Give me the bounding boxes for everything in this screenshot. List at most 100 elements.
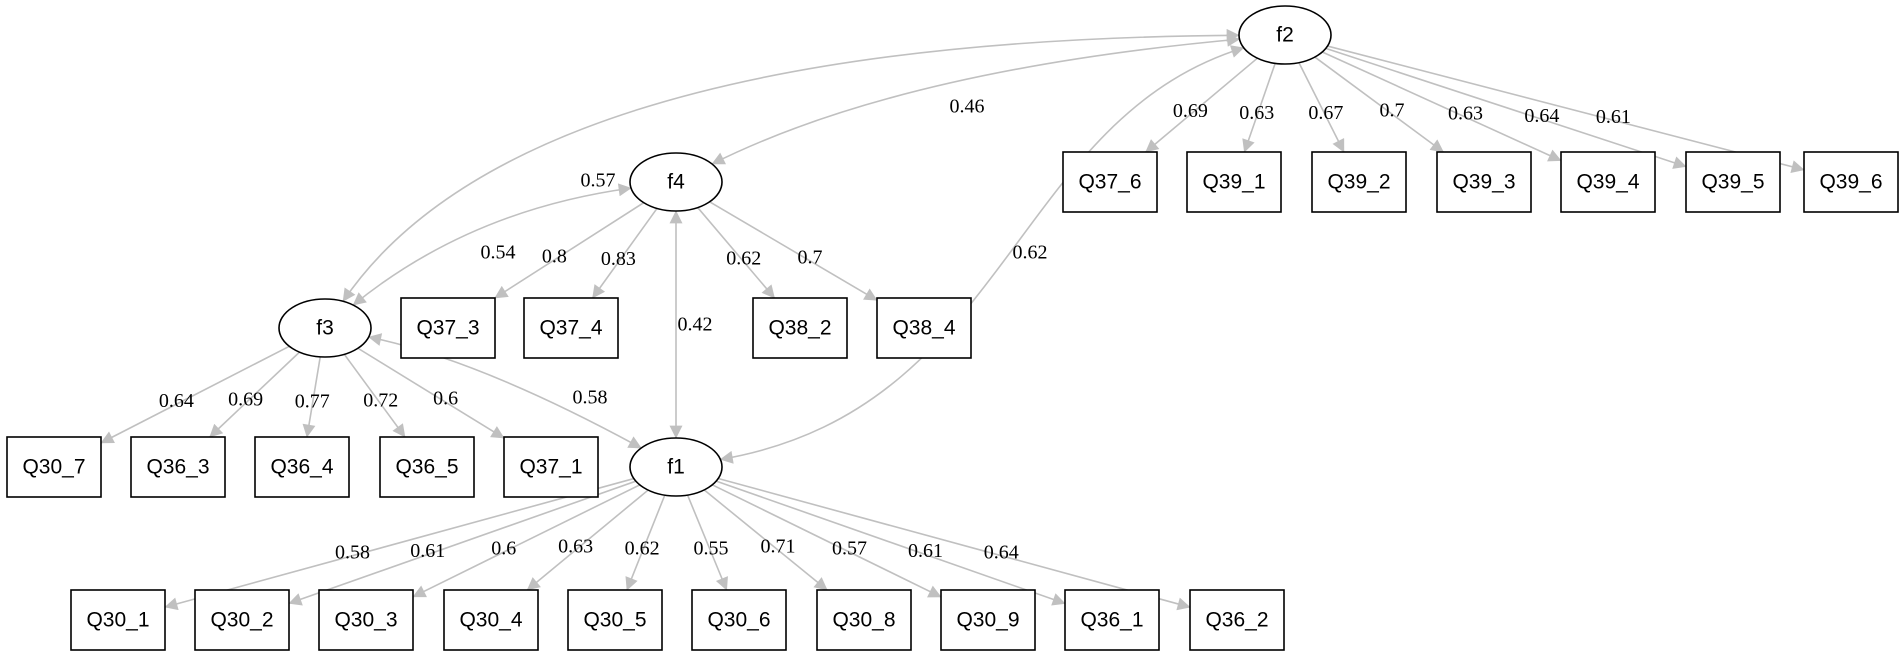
- item-label: Q39_1: [1202, 171, 1265, 194]
- item-label: Q38_4: [892, 317, 955, 340]
- loading-label-f2-Q39_4: 0.63: [1448, 103, 1483, 125]
- observed-item-Q30_9: Q30_9: [940, 589, 1036, 651]
- loading-edge-f2-Q39_3: [1314, 56, 1444, 153]
- observed-item-Q36_5: Q36_5: [379, 436, 475, 498]
- covariance-label-f2-f3: 0.57: [581, 170, 616, 192]
- loading-label-f4-Q37_3: 0.8: [542, 245, 567, 267]
- loading-edge-f1-Q30_1: [164, 477, 635, 611]
- item-label: Q30_5: [583, 609, 646, 632]
- item-label: Q39_5: [1701, 171, 1764, 194]
- observed-item-Q30_7: Q30_7: [6, 436, 102, 498]
- item-label: Q30_1: [86, 609, 149, 632]
- item-label: Q39_3: [1452, 171, 1515, 194]
- item-label: Q39_4: [1576, 171, 1639, 194]
- item-label: Q30_7: [22, 456, 85, 479]
- latent-factor-f2: f2: [1238, 5, 1332, 65]
- factor-label: f3: [316, 317, 334, 340]
- item-label: Q36_3: [146, 456, 209, 479]
- loading-label-f2-Q39_5: 0.64: [1524, 105, 1559, 127]
- loading-label-f4-Q37_4: 0.83: [601, 248, 636, 270]
- item-label: Q30_9: [956, 609, 1019, 632]
- observed-item-Q30_1: Q30_1: [70, 589, 166, 651]
- loading-edge-f2-Q39_2: [1298, 62, 1345, 153]
- item-label: Q36_1: [1080, 609, 1143, 632]
- observed-item-Q39_1: Q39_1: [1186, 151, 1282, 213]
- loading-edge-f2-Q39_4: [1321, 51, 1562, 162]
- observed-item-Q30_6: Q30_6: [691, 589, 787, 651]
- loading-edge-f1-Q30_6: [686, 494, 728, 591]
- latent-factor-f4: f4: [629, 152, 723, 212]
- loading-label-f3-Q37_1: 0.6: [433, 388, 458, 410]
- loading-label-f1-Q30_2: 0.61: [410, 540, 445, 562]
- item-label: Q39_2: [1327, 171, 1390, 194]
- loading-edge-f3-Q36_3: [209, 351, 301, 438]
- item-label: Q37_3: [416, 317, 479, 340]
- observed-item-Q39_5: Q39_5: [1685, 151, 1781, 213]
- item-label: Q37_4: [539, 317, 602, 340]
- loading-edge-f1-Q30_3: [412, 484, 641, 598]
- latent-factor-f3: f3: [278, 298, 372, 358]
- observed-item-Q37_4: Q37_4: [523, 297, 619, 359]
- item-label: Q39_6: [1819, 171, 1882, 194]
- loading-edge-f1-Q30_9: [711, 484, 942, 598]
- covariance-label-f2-f1: 0.62: [1013, 242, 1048, 264]
- observed-item-Q37_6: Q37_6: [1062, 151, 1158, 213]
- loading-edge-f2-Q39_1: [1242, 63, 1276, 153]
- covariance-edge-f4-f3: [352, 183, 632, 306]
- covariance-label-f3-f1: 0.58: [573, 387, 608, 409]
- loading-edge-f1-Q30_2: [288, 480, 637, 606]
- observed-item-Q39_4: Q39_4: [1560, 151, 1656, 213]
- loading-edge-f1-Q36_1: [715, 480, 1066, 606]
- item-label: Q36_4: [270, 456, 333, 479]
- observed-item-Q39_3: Q39_3: [1436, 151, 1532, 213]
- factor-label: f4: [667, 171, 685, 194]
- loading-label-f1-Q30_9: 0.57: [832, 538, 867, 560]
- factor-label: f1: [667, 456, 685, 479]
- latent-factor-f1: f1: [629, 437, 723, 497]
- item-label: Q30_3: [334, 609, 397, 632]
- loading-label-f4-Q38_2: 0.62: [726, 247, 761, 269]
- item-label: Q36_2: [1205, 609, 1268, 632]
- loading-edge-f3-Q30_7: [100, 345, 290, 444]
- loading-label-f3-Q36_4: 0.77: [295, 391, 330, 413]
- loading-label-f1-Q36_1: 0.61: [908, 540, 943, 562]
- loading-label-f1-Q30_4: 0.63: [558, 536, 593, 558]
- loading-label-f2-Q39_6: 0.61: [1596, 106, 1631, 128]
- loading-label-f1-Q30_1: 0.58: [335, 541, 370, 563]
- observed-item-Q36_3: Q36_3: [130, 436, 226, 498]
- loading-label-f2-Q39_2: 0.67: [1308, 102, 1343, 124]
- observed-item-Q30_8: Q30_8: [816, 589, 912, 651]
- loading-label-f1-Q30_3: 0.6: [491, 538, 516, 560]
- observed-item-Q36_1: Q36_1: [1064, 589, 1160, 651]
- observed-item-Q30_5: Q30_5: [567, 589, 663, 651]
- observed-item-Q38_2: Q38_2: [752, 297, 848, 359]
- loading-label-f1-Q30_6: 0.55: [694, 538, 729, 560]
- item-label: Q37_6: [1078, 171, 1141, 194]
- loading-edge-f1-Q30_4: [526, 489, 649, 591]
- covariance-edge-f3-f1: [368, 333, 642, 449]
- observed-item-Q38_4: Q38_4: [876, 297, 972, 359]
- loading-label-f2-Q37_6: 0.69: [1173, 100, 1208, 122]
- item-label: Q36_5: [395, 456, 458, 479]
- loading-label-f2-Q39_1: 0.63: [1239, 102, 1274, 124]
- covariance-label-f2-f4: 0.46: [950, 96, 985, 118]
- loading-edge-f1-Q30_5: [625, 494, 666, 591]
- observed-item-Q37_1: Q37_1: [503, 436, 599, 498]
- loading-edge-f2-Q39_6: [1327, 45, 1805, 173]
- loading-label-f3-Q36_5: 0.72: [363, 390, 398, 412]
- observed-item-Q30_3: Q30_3: [318, 589, 414, 651]
- observed-item-Q36_2: Q36_2: [1189, 589, 1285, 651]
- loading-edge-f1-Q30_8: [703, 489, 828, 591]
- loading-label-f1-Q36_2: 0.64: [984, 541, 1019, 563]
- loading-label-f3-Q36_3: 0.69: [228, 389, 263, 411]
- covariance-label-f4-f3: 0.54: [481, 242, 516, 264]
- loading-label-f1-Q30_8: 0.71: [760, 536, 795, 558]
- factor-label: f2: [1276, 24, 1294, 47]
- loading-label-f2-Q39_3: 0.7: [1379, 100, 1404, 122]
- observed-item-Q39_6: Q39_6: [1803, 151, 1899, 213]
- item-label: Q37_1: [519, 456, 582, 479]
- loading-label-f4-Q38_4: 0.7: [798, 247, 823, 269]
- item-label: Q30_6: [707, 609, 770, 632]
- item-label: Q30_8: [832, 609, 895, 632]
